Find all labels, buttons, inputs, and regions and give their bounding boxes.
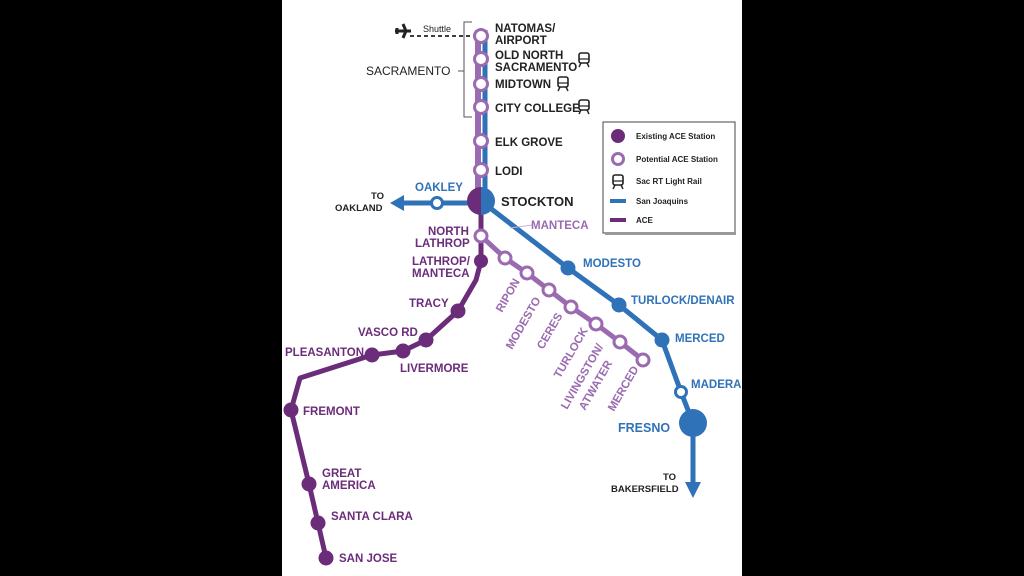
station-modesto-ace[interactable]: [519, 265, 535, 281]
label-vasco-rd: VASCO RD: [358, 327, 418, 339]
label-to-bakersfield-1: TO: [663, 472, 676, 483]
label-oakley: OAKLEY: [415, 182, 463, 194]
label-great-america-1: GREAT: [322, 468, 361, 480]
label-pleasanton: PLEASANTON: [285, 347, 364, 359]
shuttle-label: Shuttle: [423, 24, 451, 34]
label-old-north-2: SACRAMENTO: [495, 62, 577, 74]
station-vasco-rd[interactable]: [418, 332, 434, 348]
light-rail-icon: [578, 99, 590, 115]
shuttle-connection: Shuttle: [395, 23, 474, 39]
label-natomas-2: AIRPORT: [495, 35, 547, 47]
map-panel: [282, 0, 742, 576]
sacramento-bracket: [458, 21, 472, 118]
label-ceres: CERES: [535, 311, 565, 352]
station-merced-ace-end[interactable]: [635, 352, 651, 368]
label-lathrop-manteca-1: LATHROP/: [412, 256, 471, 268]
label-north-lathrop-1: NORTH: [428, 226, 469, 238]
label-lodi: LODI: [495, 166, 522, 178]
label-manteca: MANTECA: [531, 220, 589, 232]
station-fremont[interactable]: [283, 402, 299, 418]
existing-station-icon: [611, 129, 625, 143]
region-label: SACRAMENTO: [366, 64, 450, 78]
label-turlock-denair: TURLOCK/DENAIR: [631, 295, 735, 307]
label-fremont: FREMONT: [303, 406, 360, 418]
station-ceres[interactable]: [541, 282, 557, 298]
station-city-college[interactable]: [473, 99, 489, 115]
legend-ace: ACE: [636, 216, 654, 225]
station-modesto-sj[interactable]: [560, 260, 576, 276]
label-livermore: LIVERMORE: [400, 363, 469, 375]
label-merced-ace: MERCED: [606, 364, 641, 413]
airplane-icon: [395, 23, 411, 39]
legend-san-joaquins: San Joaquins: [636, 197, 689, 206]
label-elk-grove: ELK GROVE: [495, 137, 563, 149]
station-pleasanton[interactable]: [364, 347, 380, 363]
label-to-bakersfield-2: BAKERSFIELD: [611, 484, 679, 495]
station-midtown[interactable]: [473, 76, 489, 92]
station-natomas[interactable]: [473, 28, 489, 44]
station-merced-sj[interactable]: [654, 332, 670, 348]
station-elk-grove[interactable]: [473, 133, 489, 149]
station-merced-ace[interactable]: [612, 334, 628, 350]
label-merced-sj: MERCED: [675, 333, 725, 345]
station-oakley[interactable]: [430, 196, 444, 210]
label-to-oakland-2: OAKLAND: [335, 203, 383, 214]
station-san-jose[interactable]: [318, 550, 334, 566]
potential-station-icon: [611, 152, 625, 166]
legend-potential: Potential ACE Station: [636, 155, 718, 164]
station-madera[interactable]: [674, 385, 688, 399]
station-stockton[interactable]: [467, 187, 495, 215]
label-great-america-2: AMERICA: [322, 480, 376, 492]
label-santa-clara: SANTA CLARA: [331, 511, 413, 523]
station-ripon[interactable]: [497, 250, 513, 266]
station-livermore[interactable]: [395, 343, 411, 359]
label-midtown: MIDTOWN: [495, 79, 551, 91]
manteca-leader: [509, 224, 533, 229]
arrow-oakland-icon: [390, 195, 404, 211]
label-madera: MADERA: [691, 379, 741, 391]
arrow-bakersfield-icon: [685, 482, 701, 498]
light-rail-icon: [557, 76, 569, 92]
san-joaquins-swatch: [610, 199, 626, 203]
legend-existing: Existing ACE Station: [636, 132, 715, 141]
station-turlock-ace[interactable]: [563, 299, 579, 315]
label-stockton: STOCKTON: [501, 194, 573, 209]
label-old-north-1: OLD NORTH: [495, 50, 563, 62]
station-old-north[interactable]: [473, 51, 489, 67]
station-great-america[interactable]: [301, 476, 317, 492]
label-to-oakland-1: TO: [371, 191, 384, 202]
label-north-lathrop-2: LATHROP: [415, 238, 470, 250]
label-tracy: TRACY: [409, 298, 449, 310]
station-santa-clara[interactable]: [310, 515, 326, 531]
station-lathrop-manteca[interactable]: [474, 254, 488, 268]
label-ripon: RIPON: [494, 277, 523, 315]
station-tracy[interactable]: [450, 303, 466, 319]
label-fresno: FRESNO: [618, 421, 670, 435]
legend-light-rail: Sac RT Light Rail: [636, 177, 702, 186]
label-modesto-sj: MODESTO: [583, 258, 641, 270]
station-turlock-denair[interactable]: [611, 297, 627, 313]
station-livingston[interactable]: [588, 316, 604, 332]
label-lathrop-manteca-2: MANTECA: [412, 268, 470, 280]
label-city-college: CITY COLLEGE: [495, 103, 580, 115]
ace-swatch: [610, 218, 626, 222]
station-lodi[interactable]: [473, 162, 489, 178]
station-north-lathrop[interactable]: [473, 228, 489, 244]
label-san-jose: SAN JOSE: [339, 553, 397, 565]
station-fresno[interactable]: [679, 409, 707, 437]
legend: Existing ACE Station Potential ACE Stati…: [602, 121, 736, 235]
label-natomas-1: NATOMAS/: [495, 23, 556, 35]
light-rail-icon: [578, 52, 590, 68]
